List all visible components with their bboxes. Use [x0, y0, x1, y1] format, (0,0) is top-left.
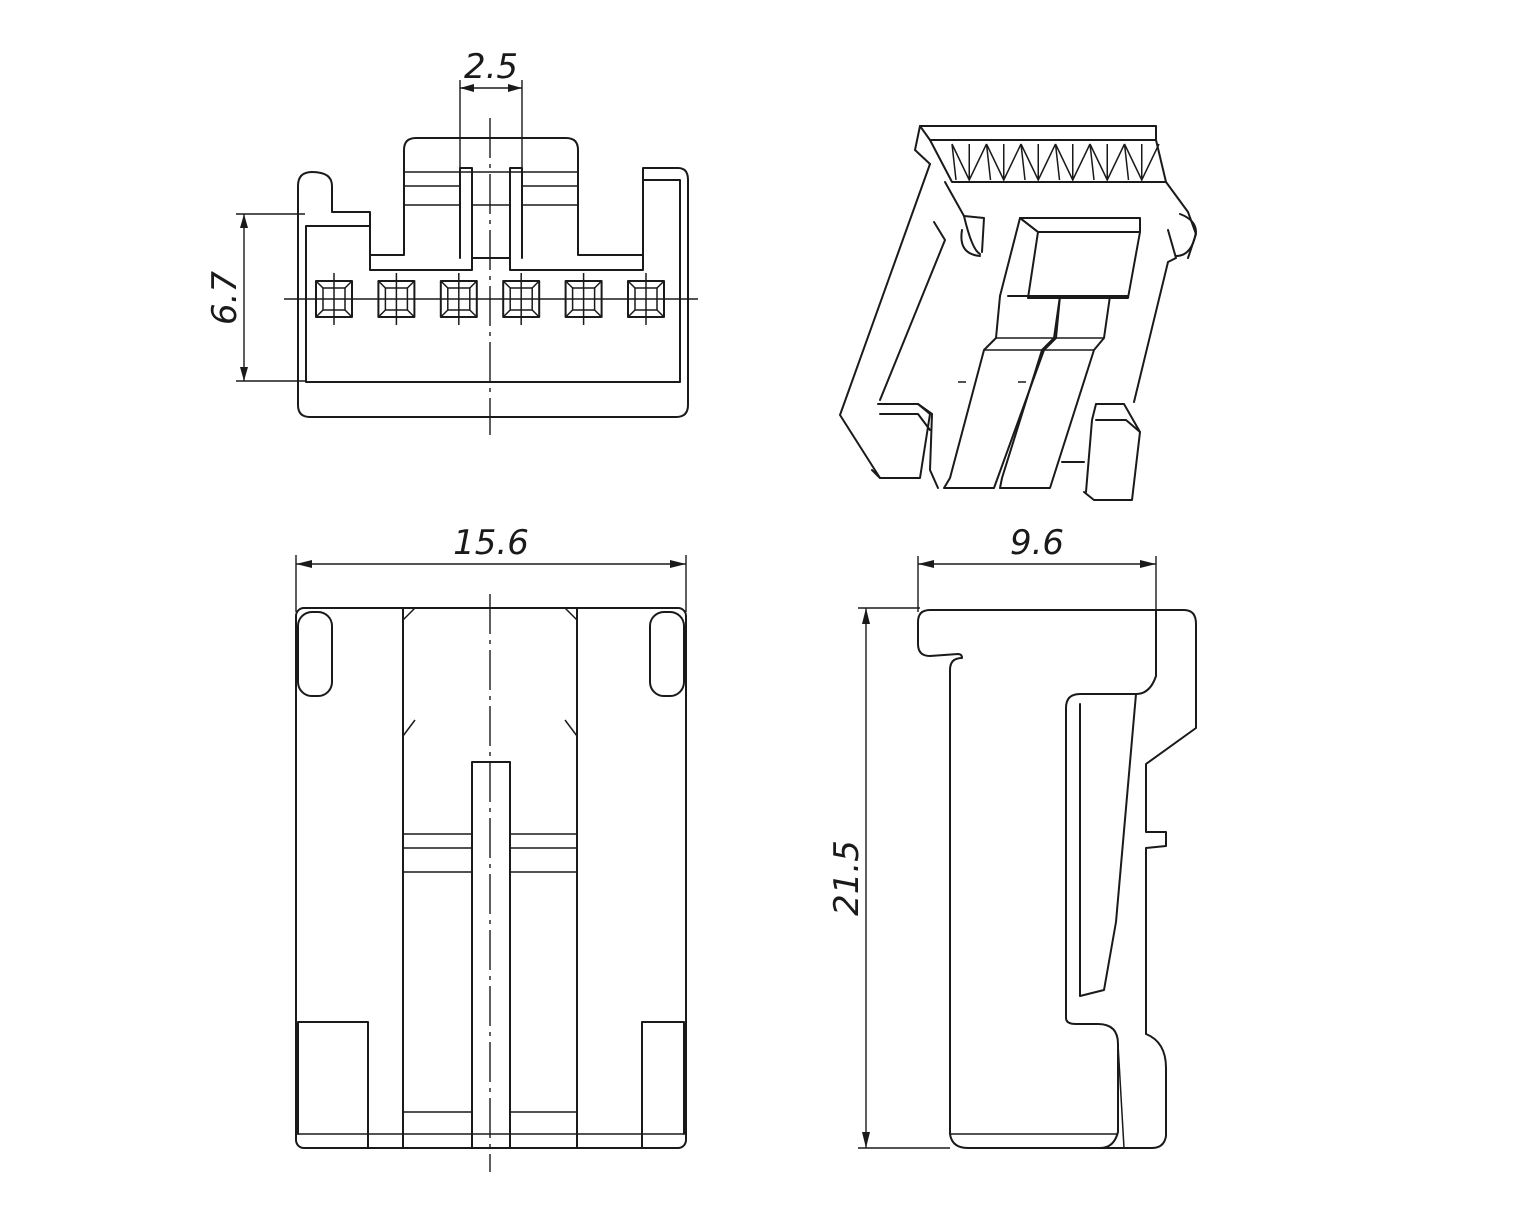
side-view [917, 609, 1197, 1149]
rim-tooth [951, 143, 988, 182]
dimension-side-width: 9.6 [917, 523, 1157, 612]
isometric-view [839, 125, 1197, 501]
bottom-view [295, 594, 687, 1172]
dimension-overall-length: 21.5 [827, 607, 950, 1149]
bottom-view-outline [295, 607, 687, 1149]
dimension-pin-pitch-label: 2.5 [464, 47, 518, 87]
front-view [284, 118, 698, 435]
dimension-side-width-label: 9.6 [1010, 523, 1064, 563]
dimension-pin-pitch: 2.5 [459, 47, 523, 170]
rim-tooth [985, 143, 1022, 182]
rim-tooth [1089, 143, 1126, 182]
rim-tooth [1054, 143, 1091, 182]
dimension-overall-width: 15.6 [295, 523, 687, 612]
front-view-outline [297, 137, 689, 418]
dimension-front-height-label: 6.7 [205, 271, 245, 325]
rim-tooth [1123, 143, 1160, 182]
dimension-front-height: 6.7 [205, 213, 305, 382]
front-view-latch-slot [459, 167, 523, 259]
side-view-outline [917, 609, 1197, 1149]
rim-tooth [1020, 143, 1057, 182]
dimension-overall-width-label: 15.6 [453, 523, 529, 563]
dimension-overall-length-label: 21.5 [827, 840, 867, 916]
front-view-cavity [305, 179, 681, 383]
isometric-rim-teeth [951, 143, 1160, 182]
